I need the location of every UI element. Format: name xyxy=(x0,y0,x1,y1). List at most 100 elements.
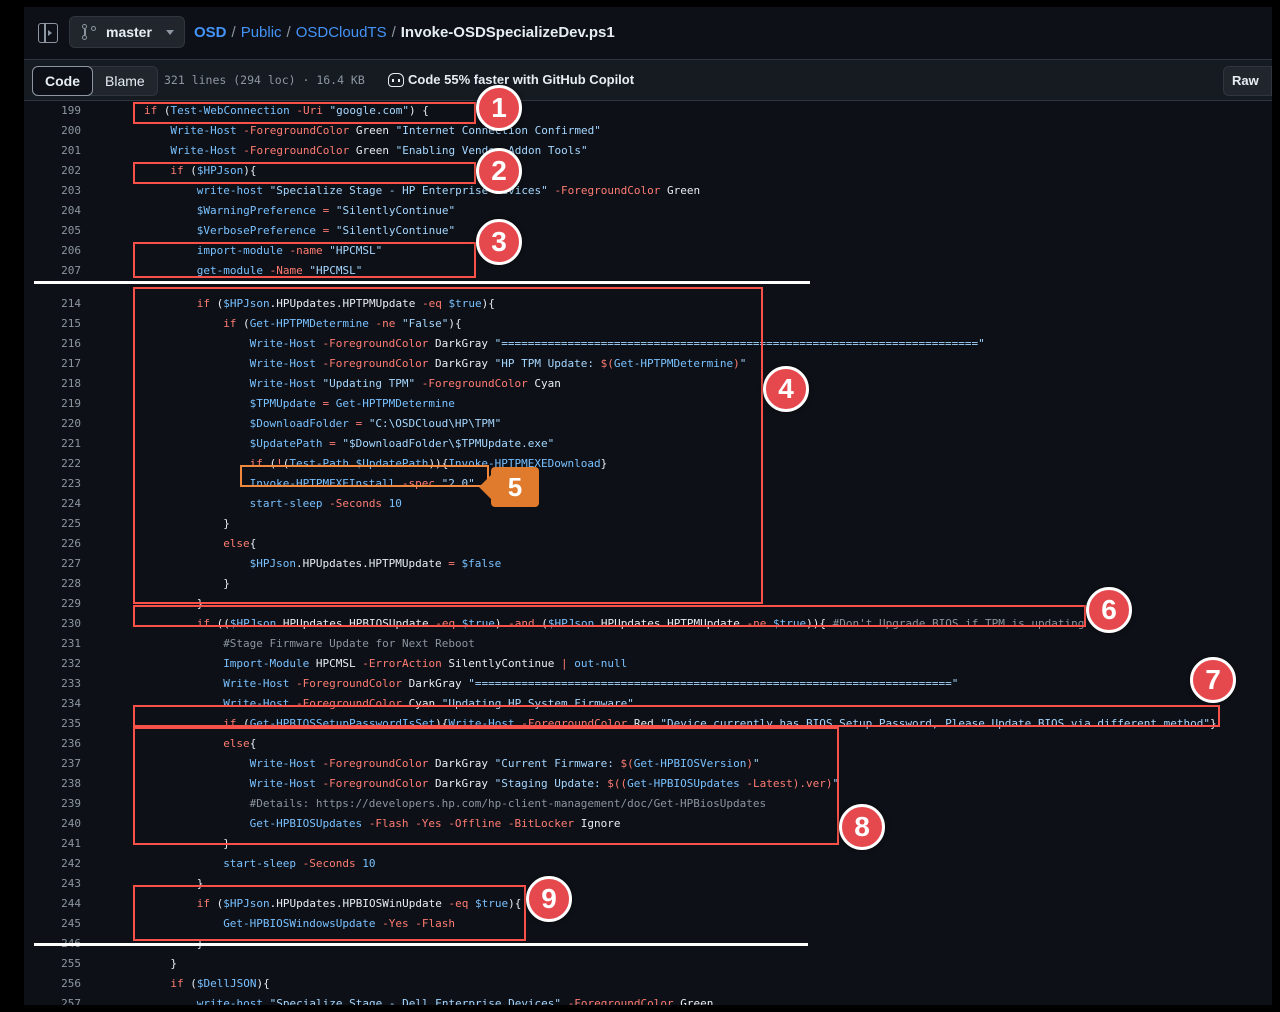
code-text: Write-Host "Updating TPM" -ForegroundCol… xyxy=(249,377,561,390)
line-number[interactable]: 230 xyxy=(61,617,81,630)
line-number[interactable]: 228 xyxy=(61,577,81,590)
line-number[interactable]: 229 xyxy=(61,597,81,610)
line-number[interactable]: 234 xyxy=(61,697,81,710)
line-number[interactable]: 243 xyxy=(61,877,81,890)
code-text: } xyxy=(223,577,230,590)
code-text: if ($DellJSON){ xyxy=(170,977,270,990)
line-number[interactable]: 237 xyxy=(61,757,81,770)
sidepanel-icon[interactable] xyxy=(38,23,58,43)
line-number[interactable]: 224 xyxy=(61,497,81,510)
line-number[interactable]: 222 xyxy=(61,457,81,470)
code-text: if ($HPJson){ xyxy=(170,164,257,177)
section-divider xyxy=(34,943,808,946)
line-number[interactable]: 218 xyxy=(61,377,81,390)
line-number[interactable]: 239 xyxy=(61,797,81,810)
line-number[interactable]: 214 xyxy=(61,297,81,310)
callout-badge: 9 xyxy=(526,876,572,922)
line-number[interactable]: 241 xyxy=(61,837,81,850)
code-text: else{ xyxy=(223,537,257,550)
code-line: 221$UpdatePath = "$DownloadFolder\$TPMUp… xyxy=(24,434,1272,454)
branch-selector[interactable]: master xyxy=(69,16,185,48)
breadcrumb-separator: / xyxy=(231,24,236,41)
highlight-box xyxy=(133,705,1220,727)
breadcrumb-osdcloudts[interactable]: OSDCloudTS xyxy=(295,24,387,41)
line-number[interactable]: 203 xyxy=(61,184,81,197)
highlight-box xyxy=(133,102,476,124)
code-line: 243} xyxy=(24,874,1272,894)
line-number[interactable]: 223 xyxy=(61,477,81,490)
code-line: 256 if ($DellJSON){ xyxy=(24,974,1272,994)
line-number[interactable]: 238 xyxy=(61,777,81,790)
highlight-box xyxy=(133,287,763,604)
line-number[interactable]: 245 xyxy=(61,917,81,930)
breadcrumb-public[interactable]: Public xyxy=(240,24,282,41)
line-number[interactable]: 200 xyxy=(61,124,81,137)
code-text: Get-HPBIOSUpdates -Flash -Yes -Offline -… xyxy=(249,817,621,830)
line-number[interactable]: 257 xyxy=(61,997,81,1005)
line-number[interactable]: 227 xyxy=(61,557,81,570)
line-number[interactable]: 240 xyxy=(61,817,81,830)
breadcrumb-osd[interactable]: OSD xyxy=(194,24,227,41)
line-number[interactable]: 215 xyxy=(61,317,81,330)
code-text: if (Test-WebConnection -Uri "google.com"… xyxy=(144,104,429,117)
code-line: 231#Stage Firmware Update for Next Reboo… xyxy=(24,634,1272,654)
code-text: } xyxy=(223,517,230,530)
code-line: 228} xyxy=(24,574,1272,594)
code-line: 218 Write-Host "Updating TPM" -Foreground… xyxy=(24,374,1272,394)
line-number[interactable]: 244 xyxy=(61,897,81,910)
line-number[interactable]: 217 xyxy=(61,357,81,370)
code-text: #Details: https://developers.hp.com/hp-c… xyxy=(249,797,767,810)
line-number[interactable]: 236 xyxy=(61,737,81,750)
code-text: get-module -Name "HPCMSL" xyxy=(196,264,363,277)
chevron-down-icon xyxy=(165,29,174,35)
code-text: Import-Module HPCMSL -ErrorAction Silent… xyxy=(223,657,628,670)
line-number[interactable]: 233 xyxy=(61,677,81,690)
line-number[interactable]: 207 xyxy=(61,264,81,277)
code-line: 207 get-module -Name "HPCMSL" xyxy=(24,261,1272,281)
file-meta: 321 lines (294 loc) · 16.4 KB xyxy=(164,73,365,87)
code-line: 203 write-host "Specialize Stage - HP Ent… xyxy=(24,181,1272,201)
file-toolbar: Code Blame 321 lines (294 loc) · 16.4 KB… xyxy=(24,59,1272,101)
code-text: Write-Host -ForegroundColor DarkGray "==… xyxy=(249,337,985,350)
code-text: write-host "Specialize Stage - HP Enterp… xyxy=(196,184,701,197)
line-number[interactable]: 235 xyxy=(61,717,81,730)
callout-badge: 6 xyxy=(1086,587,1132,633)
callout-badge: 8 xyxy=(839,804,885,850)
line-number[interactable]: 206 xyxy=(61,244,81,257)
line-number[interactable]: 202 xyxy=(61,164,81,177)
callout-badge: 1 xyxy=(476,85,522,131)
line-number[interactable]: 242 xyxy=(61,857,81,870)
line-number[interactable]: 231 xyxy=(61,637,81,650)
line-number[interactable]: 226 xyxy=(61,537,81,550)
line-number[interactable]: 201 xyxy=(61,144,81,157)
copilot-link[interactable]: Code 55% faster with GitHub Copilot xyxy=(388,72,634,87)
callout-tag: 5 xyxy=(479,467,539,507)
line-number[interactable]: 255 xyxy=(61,957,81,970)
code-line: 204$WarningPreference = "SilentlyContinu… xyxy=(24,201,1272,221)
line-number[interactable]: 225 xyxy=(61,517,81,530)
line-number[interactable]: 199 xyxy=(61,104,81,117)
line-number[interactable]: 232 xyxy=(61,657,81,670)
file-header: master OSD/Public/OSDCloudTS/Invoke-OSDS… xyxy=(24,7,1272,59)
breadcrumb-separator: / xyxy=(286,24,291,41)
line-number[interactable]: 204 xyxy=(61,204,81,217)
file-name: Invoke-OSDSpecializeDev.ps1 xyxy=(400,24,615,41)
tab-blame[interactable]: Blame xyxy=(105,73,145,89)
line-number[interactable]: 221 xyxy=(61,437,81,450)
line-number[interactable]: 256 xyxy=(61,977,81,990)
code-viewer: master OSD/Public/OSDCloudTS/Invoke-OSDS… xyxy=(24,7,1272,1005)
raw-button[interactable]: Raw xyxy=(1223,66,1272,96)
line-number[interactable]: 216 xyxy=(61,337,81,350)
line-number[interactable]: 220 xyxy=(61,417,81,430)
line-number[interactable]: 205 xyxy=(61,224,81,237)
tab-code[interactable]: Code xyxy=(32,66,93,96)
line-number[interactable]: 219 xyxy=(61,397,81,410)
code-text: $VerbosePreference = "SilentlyContinue" xyxy=(196,224,456,237)
